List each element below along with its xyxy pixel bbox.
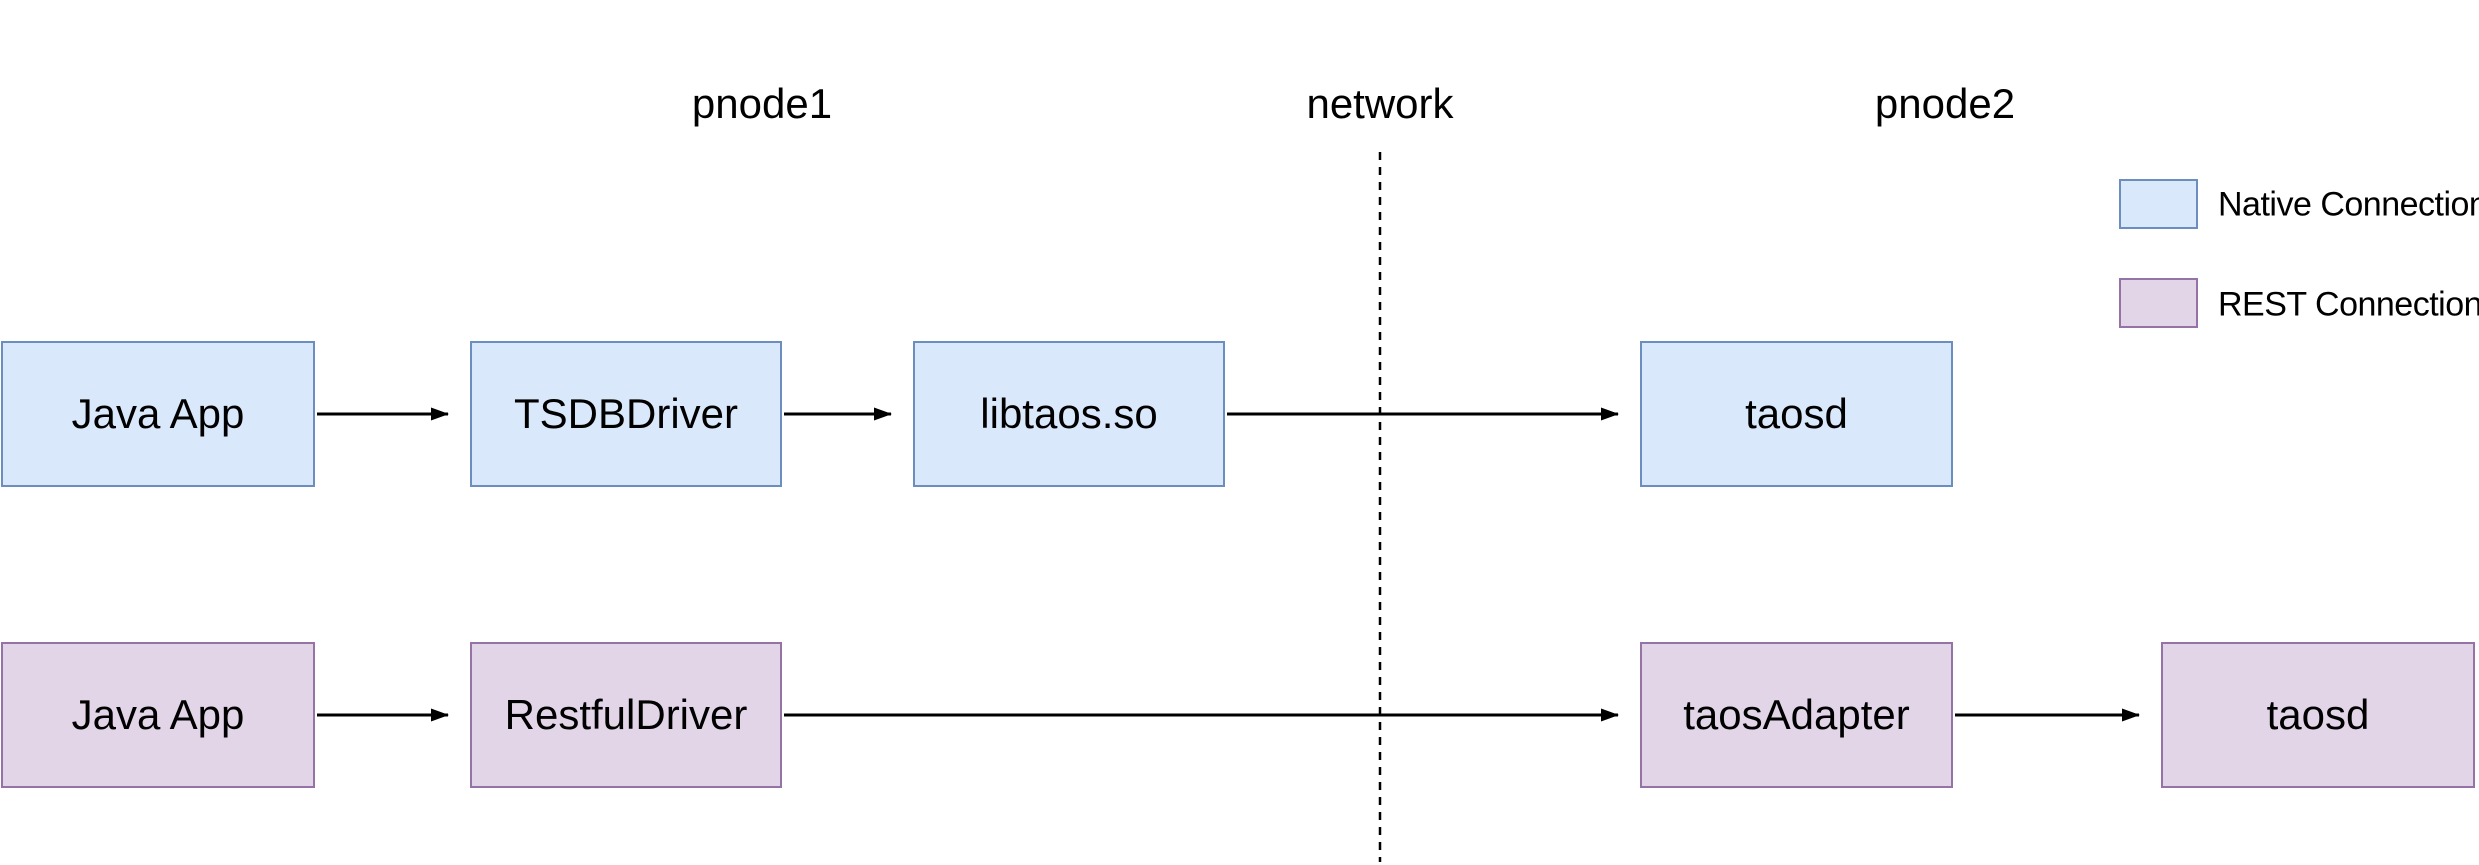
node-restfuldriver: RestfulDriver — [470, 642, 782, 788]
node-java-app-rest: Java App — [1, 642, 315, 788]
node-tsdbdriver: TSDBDriver — [470, 341, 782, 487]
legend-swatch-native-connection — [2119, 179, 2198, 229]
column-title-pnode2: pnode2 — [1874, 80, 2016, 127]
column-title-network: network — [1306, 80, 1454, 127]
node-java-app-native: Java App — [1, 341, 315, 487]
legend-label-rest-connection: REST Connection — [2218, 285, 2479, 324]
node-taosd-rest: taosd — [2161, 642, 2475, 788]
legend-label-native-connection: Native Connection — [2218, 185, 2479, 224]
node-taosadapter: taosAdapter — [1640, 642, 1953, 788]
legend-swatch-rest-connection — [2119, 278, 2198, 328]
column-title-pnode1: pnode1 — [691, 80, 833, 127]
node-taosd-native: taosd — [1640, 341, 1953, 487]
node-libtaos-so: libtaos.so — [913, 341, 1225, 487]
